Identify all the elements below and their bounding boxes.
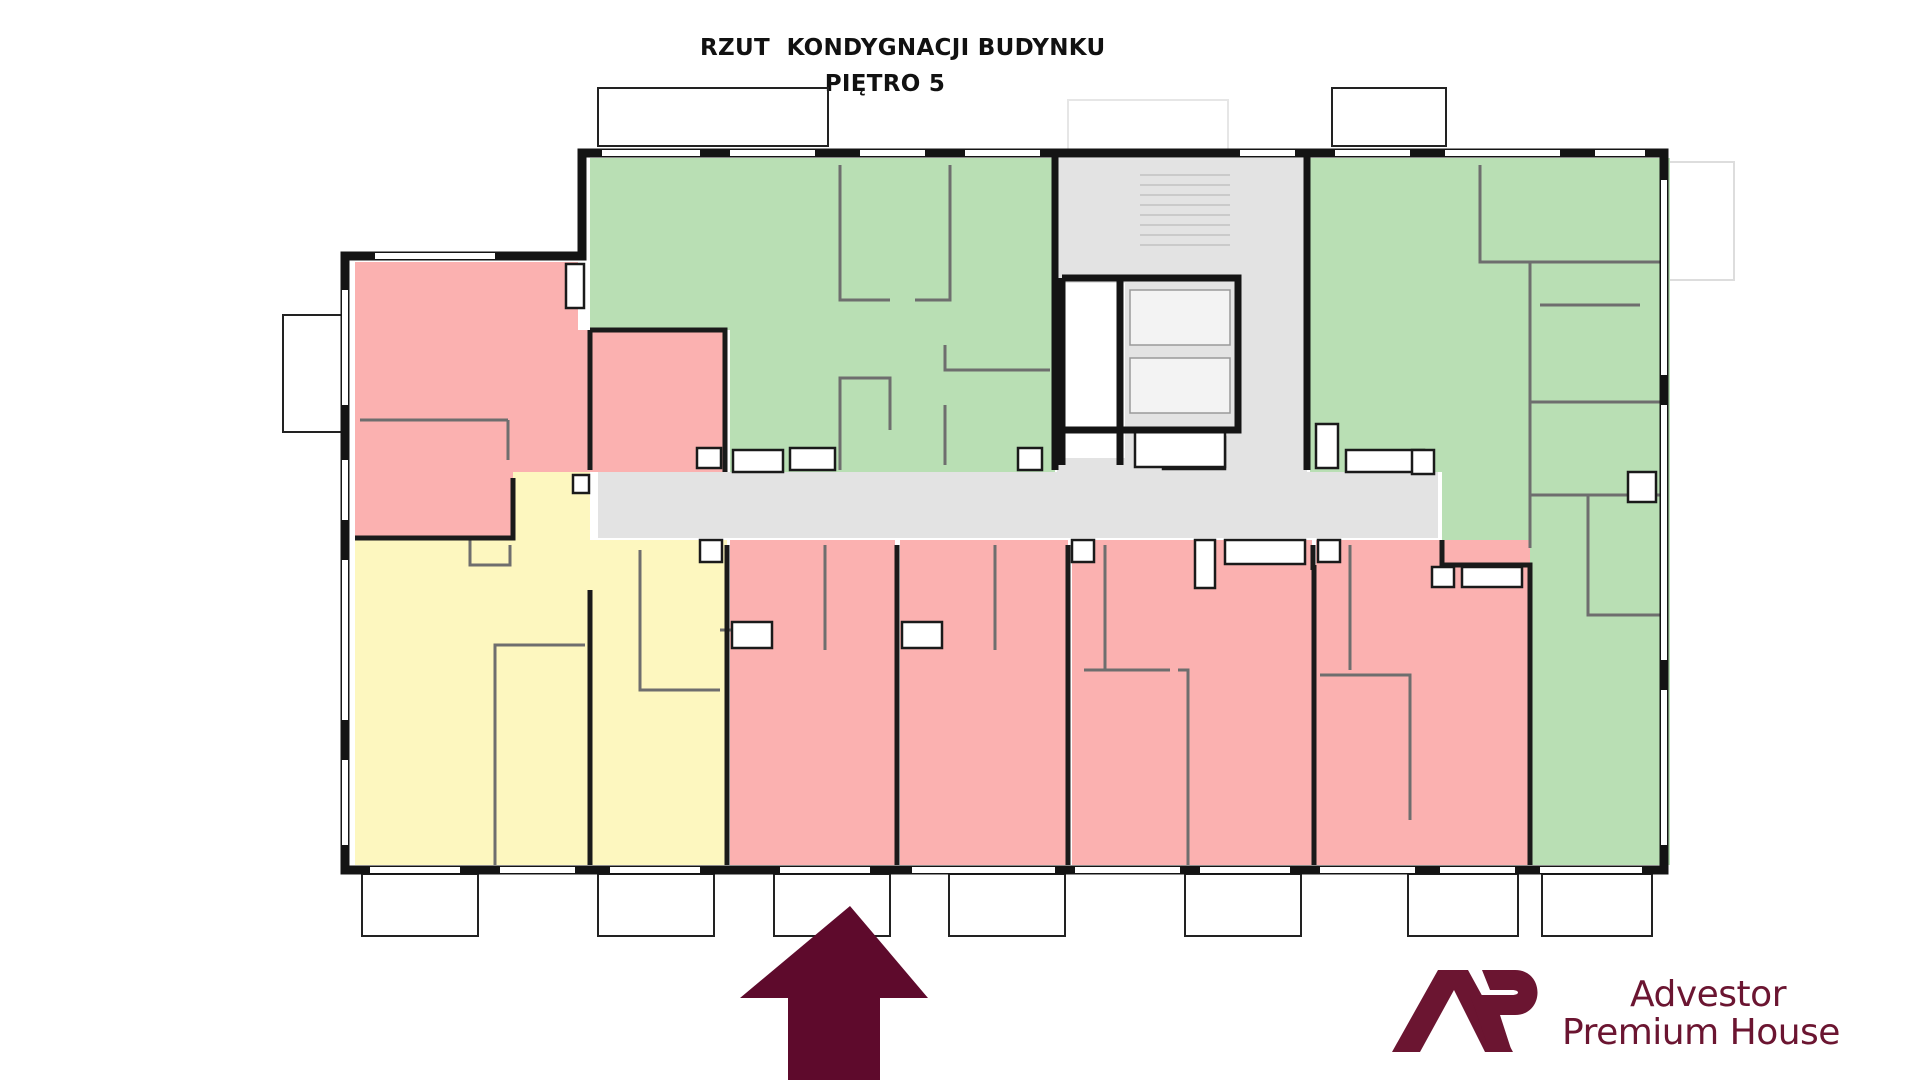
balcony: [1184, 873, 1302, 937]
balcony: [597, 873, 715, 937]
plan-title-line2: PIĘTRO 5: [824, 71, 946, 97]
arrow-up-icon: [740, 906, 928, 1080]
staircase: [1140, 174, 1230, 246]
shaft-box: [900, 620, 944, 650]
lift-car: [1129, 289, 1231, 346]
ap-monogram-icon: [1392, 970, 1538, 1052]
shaft-box: [698, 538, 724, 564]
balcony: [597, 87, 829, 147]
balcony: [282, 314, 344, 433]
brand-name-line1: Advestor: [1630, 974, 1787, 1015]
apartment-red-south-4: [1316, 540, 1530, 865]
apartment-red-south-3: [1072, 540, 1312, 865]
shaft-box: [1430, 565, 1456, 589]
shaft-box: [564, 262, 586, 310]
shaft-box: [788, 446, 837, 472]
windows: [342, 150, 1667, 873]
shaft-box: [731, 448, 785, 474]
lift-car: [1129, 357, 1231, 414]
balcony: [948, 873, 1066, 937]
shaft-box: [1626, 470, 1658, 504]
shaft-box: [1460, 565, 1524, 589]
apartment-yellow: [355, 472, 727, 865]
shaft-box: [1314, 422, 1340, 470]
balcony: [1541, 873, 1653, 937]
shaft-box: [1016, 446, 1044, 472]
corridor: [598, 472, 1438, 538]
shaft-box: [1223, 538, 1307, 566]
shaft-box: [1193, 538, 1217, 590]
shaft-box: [1316, 538, 1342, 564]
shaft-box: [730, 620, 774, 650]
shaft-box: [1410, 448, 1436, 476]
zone-borders: [355, 327, 1533, 865]
shaft-box: [1070, 538, 1096, 564]
apartment-red-south-2: [900, 540, 1068, 865]
brand-name: Advestor Premium House: [1562, 976, 1892, 1052]
partitions: [360, 165, 1660, 865]
brand-name-line2: Premium House: [1562, 1012, 1840, 1053]
core-walls: [1051, 153, 1311, 470]
apartment-red-south-1: [730, 540, 895, 865]
shaft-box: [695, 446, 723, 470]
apartment-green-east: [1310, 158, 1670, 865]
zones: [355, 158, 1670, 865]
shafts: [564, 262, 1658, 650]
balcony: [361, 873, 479, 937]
shaft-box: [1133, 430, 1227, 469]
apartment-green-north: [590, 158, 1055, 472]
balcony: [1067, 99, 1229, 151]
balcony: [1407, 873, 1519, 937]
shaft-box: [571, 473, 591, 495]
balcony: [1331, 87, 1447, 147]
